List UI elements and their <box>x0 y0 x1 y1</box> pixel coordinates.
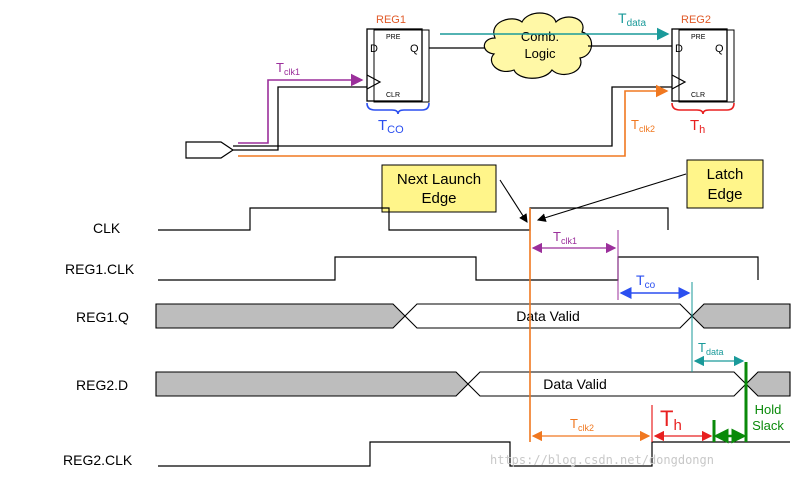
signal-reg1-clk-label: REG1.CLK <box>65 261 135 277</box>
circuit-t-clk2-label: Tclk2 <box>631 117 655 134</box>
circuit-t-co-label: TCO <box>378 117 404 136</box>
circuit-t-h-label: Th <box>690 117 705 136</box>
reg2-q: Q <box>715 43 724 55</box>
reg1-name: REG1 <box>376 14 406 26</box>
reg1-block: REG1 PRE D Q CLR <box>366 14 430 103</box>
reg2-d-data-valid: Data Valid <box>543 376 607 392</box>
reg2-d: D <box>675 43 683 55</box>
signal-reg2-d-label: REG2.D <box>76 377 128 393</box>
comb-logic-line2: Logic <box>524 46 556 61</box>
bus-reg2-d-next <box>745 371 791 397</box>
clock-wire-reg2 <box>233 86 672 147</box>
tco-brace <box>366 102 430 115</box>
latch-pointer <box>536 173 687 222</box>
t-h-annotation: Th <box>660 406 682 434</box>
th-brace <box>671 102 735 115</box>
signal-reg2-clk-label: REG2.CLK <box>63 452 133 468</box>
waveform-reg2-clk <box>158 441 790 467</box>
t-clk1-annotation: Tclk1 <box>553 229 577 246</box>
comb-logic-line1: Comb. <box>521 29 559 44</box>
clock-wire-main <box>233 86 367 151</box>
t-co-annotation: Tco <box>636 272 656 291</box>
reg2-block: REG2 PRE D Q CLR <box>671 14 735 103</box>
clock-input-pad <box>185 141 235 159</box>
callout-next-launch-edge: Next Launch Edge <box>381 164 528 223</box>
circuit-t-clk1-label: Tclk1 <box>276 60 300 77</box>
signal-reg1-q-label: REG1.Q <box>76 309 129 325</box>
bus-reg1-q <box>155 303 406 329</box>
watermark: https://blog.csdn.net/dongdongn <box>490 453 714 467</box>
launch-line2: Edge <box>421 190 456 207</box>
t-data-label: Tdata <box>618 10 646 29</box>
reg2-pre: PRE <box>691 34 706 41</box>
t-data-annotation: Tdata <box>698 340 723 357</box>
waveform-reg1-clk <box>158 256 759 281</box>
hold-slack-line2: Slack <box>752 418 784 433</box>
bus-reg2-d-valid <box>467 371 747 397</box>
launch-line1: Next Launch <box>397 171 481 188</box>
reg1-q: Q <box>410 43 419 55</box>
bus-reg2-d <box>155 371 469 397</box>
latch-line1: Latch <box>707 166 744 183</box>
reg2-clr: CLR <box>691 92 705 99</box>
hold-slack-line1: Hold <box>755 402 782 417</box>
clk2-path <box>238 84 669 157</box>
waveform-clk <box>158 207 669 231</box>
launch-pointer <box>499 179 528 223</box>
circuit-schematic: REG1 PRE D Q CLR Comb. Logic Tdata REG2 … <box>185 10 735 159</box>
reg1-clr: CLR <box>386 92 400 99</box>
t-clk2-annotation: Tclk2 <box>570 416 594 433</box>
reg1-d: D <box>370 43 378 55</box>
reg1-pre: PRE <box>386 34 401 41</box>
latch-line2: Edge <box>707 186 742 203</box>
bus-reg1-q-next <box>691 303 791 329</box>
comb-logic-cloud: Comb. Logic <box>483 12 593 79</box>
callout-latch-edge: Latch Edge <box>536 159 764 222</box>
signal-clk-label: CLK <box>93 220 121 236</box>
clk1-path <box>238 73 364 144</box>
reg2-name: REG2 <box>681 14 711 26</box>
reg1-q-data-valid: Data Valid <box>516 308 580 324</box>
